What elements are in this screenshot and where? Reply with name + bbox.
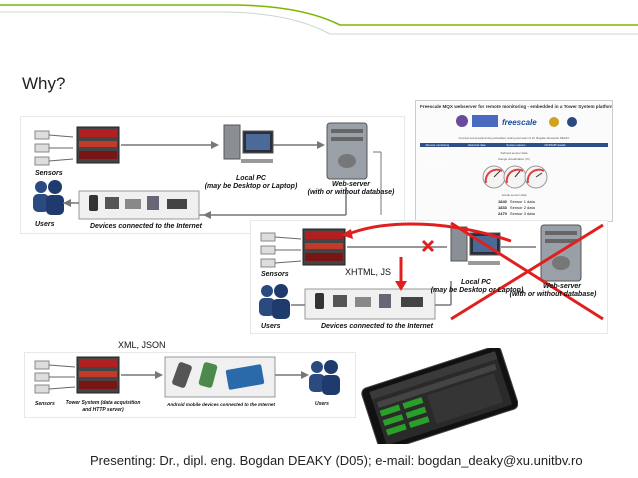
internet-devices-icons <box>315 293 423 309</box>
webserver-nav: Remote monitoring Historical data System… <box>420 143 608 165</box>
red-cross-mark <box>341 221 604 321</box>
gauges <box>482 165 548 189</box>
gauge-2-icon <box>503 165 527 189</box>
local-pc-label: Local PC <box>461 279 491 286</box>
sensors-icon <box>34 360 76 394</box>
tower-board-icon <box>76 356 120 394</box>
users-label: Users <box>35 221 55 228</box>
local-pc-icon <box>223 124 274 163</box>
slide-title: Why? <box>22 74 66 93</box>
sensors-label: Sensors <box>35 401 55 407</box>
android-devices-label: Android mobile devices connected to the … <box>167 402 275 407</box>
web-server-label: Web-server <box>331 181 370 188</box>
web-server-label: Web-server <box>542 283 581 290</box>
internet-devices-icons <box>89 195 187 211</box>
gauge-3-icon <box>524 165 548 189</box>
webserver-subline: Concept and programming embedded, testin… <box>458 136 570 140</box>
nav-system-options[interactable]: System options <box>506 143 526 147</box>
devices-label: Devices connected to the Internet <box>320 323 434 330</box>
sensors-icon <box>260 232 302 268</box>
svg-text:freescale: freescale <box>502 118 537 127</box>
xml-json-annotation: XML, JSON <box>118 340 166 350</box>
webserver-screenshot: Freescale MQX webserver for remote monit… <box>415 100 613 222</box>
tower-board-icon <box>76 126 120 164</box>
devices-label: Devices connected to the Internet <box>89 223 203 230</box>
users-icon <box>33 180 64 215</box>
nav-remote-monitoring[interactable]: Remote monitoring <box>425 143 450 147</box>
users-icon <box>259 284 290 319</box>
nav-mcf5235-details[interactable]: MCF5235 details <box>544 143 566 147</box>
diagram-2-graphics <box>259 221 604 321</box>
tower-sublabel: and HTTP server) <box>82 407 124 413</box>
local-pc-sublabel: (may be Desktop or Laptop) <box>204 183 298 190</box>
nav-tower-details[interactable]: Tower System details <box>424 161 451 165</box>
slide-footer: Presenting: Dr., dipl. eng. Bogdan DEAKY… <box>90 453 583 468</box>
diagram-1-graphics <box>33 122 382 220</box>
android-phone-screenshot <box>361 348 518 444</box>
sensors-label: Sensors <box>35 170 63 177</box>
web-server-icon <box>540 224 582 282</box>
web-server-sublabel: (with or without database) <box>307 189 395 196</box>
gauge-visualization-label: Gauge visualization (%) <box>498 157 530 161</box>
web-server-sublabel: (with or without database) <box>509 291 597 298</box>
diagram-architecture-2: XHTML, JS Sensors Users Devices connecte… <box>250 220 608 334</box>
local-pc-sublabel: (may be Desktop or Laptop) <box>430 287 524 294</box>
gauge-1-icon <box>482 165 506 189</box>
web-server-icon <box>326 122 368 180</box>
users-label: Users <box>261 323 281 330</box>
actual-sensor-data-label: Actual sensor data <box>501 193 527 197</box>
diagram-architecture-3: Sensors Tower System (data acquisition a… <box>24 352 356 418</box>
android-devices-icons <box>172 362 265 390</box>
local-pc-label: Local PC <box>236 175 266 182</box>
xhtml-js-annotation: XHTML, JS <box>345 267 392 277</box>
webserver-header: Freescale MQX webserver for remote monit… <box>420 104 613 109</box>
diagram-architecture-1: Sensors Users Devices connected to the I… <box>20 116 405 234</box>
sensors-label: Sensors <box>261 271 289 278</box>
tower-label: Tower System (data acquisition <box>65 400 141 406</box>
users-label: Users <box>315 401 329 407</box>
logos-strip: freescale <box>456 115 577 127</box>
sensors-icon <box>34 130 74 166</box>
tower-board-icon <box>302 228 346 266</box>
nav-historical-data[interactable]: Historical data <box>467 143 486 147</box>
diagram-3-graphics <box>34 356 340 398</box>
users-icon <box>309 360 340 395</box>
defined-sensor-data-label: Defined sensor data <box>500 151 528 155</box>
header-decoration-curve <box>0 4 638 35</box>
